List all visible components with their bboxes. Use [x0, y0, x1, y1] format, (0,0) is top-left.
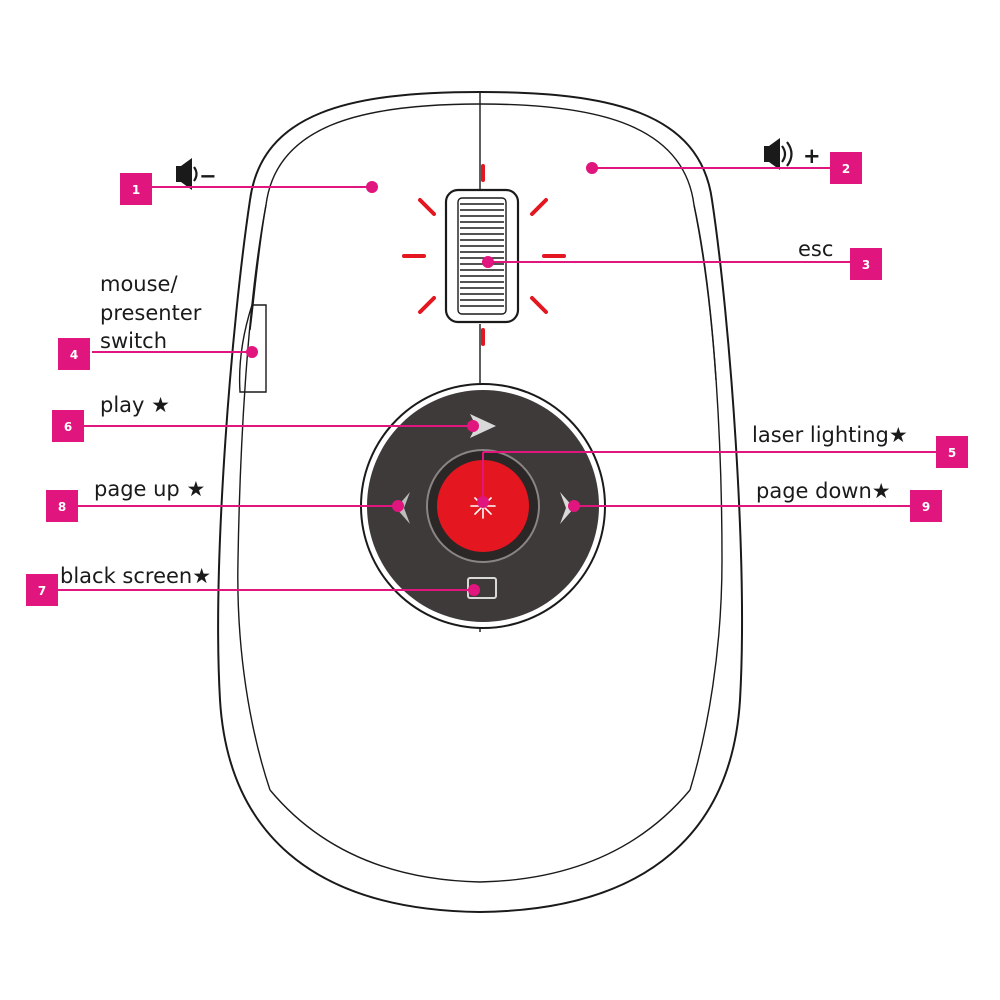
svg-text:3: 3 — [862, 258, 870, 272]
svg-text:9: 9 — [922, 500, 930, 514]
volume-down-sign: − — [199, 164, 217, 188]
esc-label: esc — [798, 237, 833, 261]
badge-4: 4 — [58, 338, 90, 370]
badge-2: 2 — [830, 152, 862, 184]
badge-9: 9 — [910, 490, 942, 522]
arrow-right-icon[interactable] — [470, 414, 496, 438]
volume-up-sign: + — [803, 144, 821, 168]
scroll-wheel[interactable] — [402, 164, 566, 346]
callout-dots — [246, 162, 598, 596]
svg-text:1: 1 — [132, 183, 140, 197]
svg-text:5: 5 — [948, 446, 956, 460]
svg-text:7: 7 — [38, 584, 46, 598]
glow-rays — [402, 164, 566, 346]
svg-text:4: 4 — [70, 348, 78, 362]
speaker-minus-icon: − — [176, 158, 217, 190]
badge-8: 8 — [46, 490, 78, 522]
page-up-label: page up ★ — [94, 477, 205, 501]
chevron-right-icon[interactable] — [560, 492, 574, 524]
play-label: play ★ — [100, 393, 170, 417]
mode-switch-label-line1: mouse/ — [100, 272, 178, 296]
badge-6: 6 — [52, 410, 84, 442]
speaker-plus-icon: + — [764, 138, 821, 170]
badge-3: 3 — [850, 248, 882, 280]
screen-rect-icon[interactable] — [467, 577, 497, 599]
laser-label: laser lighting★ — [752, 423, 908, 447]
badge-5: 5 — [936, 436, 968, 468]
wheel-ridges — [460, 203, 504, 307]
svg-text:6: 6 — [64, 420, 72, 434]
mode-switch-label-line2: presenter — [100, 301, 202, 325]
black-screen-label: black screen★ — [60, 564, 211, 588]
page-down-label: page down★ — [756, 479, 891, 503]
mode-switch-label-line3: switch — [100, 329, 167, 353]
mouse-body — [217, 90, 743, 914]
svg-text:8: 8 — [58, 500, 66, 514]
badge-7: 7 — [26, 574, 58, 606]
svg-text:2: 2 — [842, 162, 850, 176]
mode-switch-slot — [238, 304, 267, 393]
badge-1: 1 — [120, 173, 152, 205]
leader-lines — [58, 167, 936, 591]
